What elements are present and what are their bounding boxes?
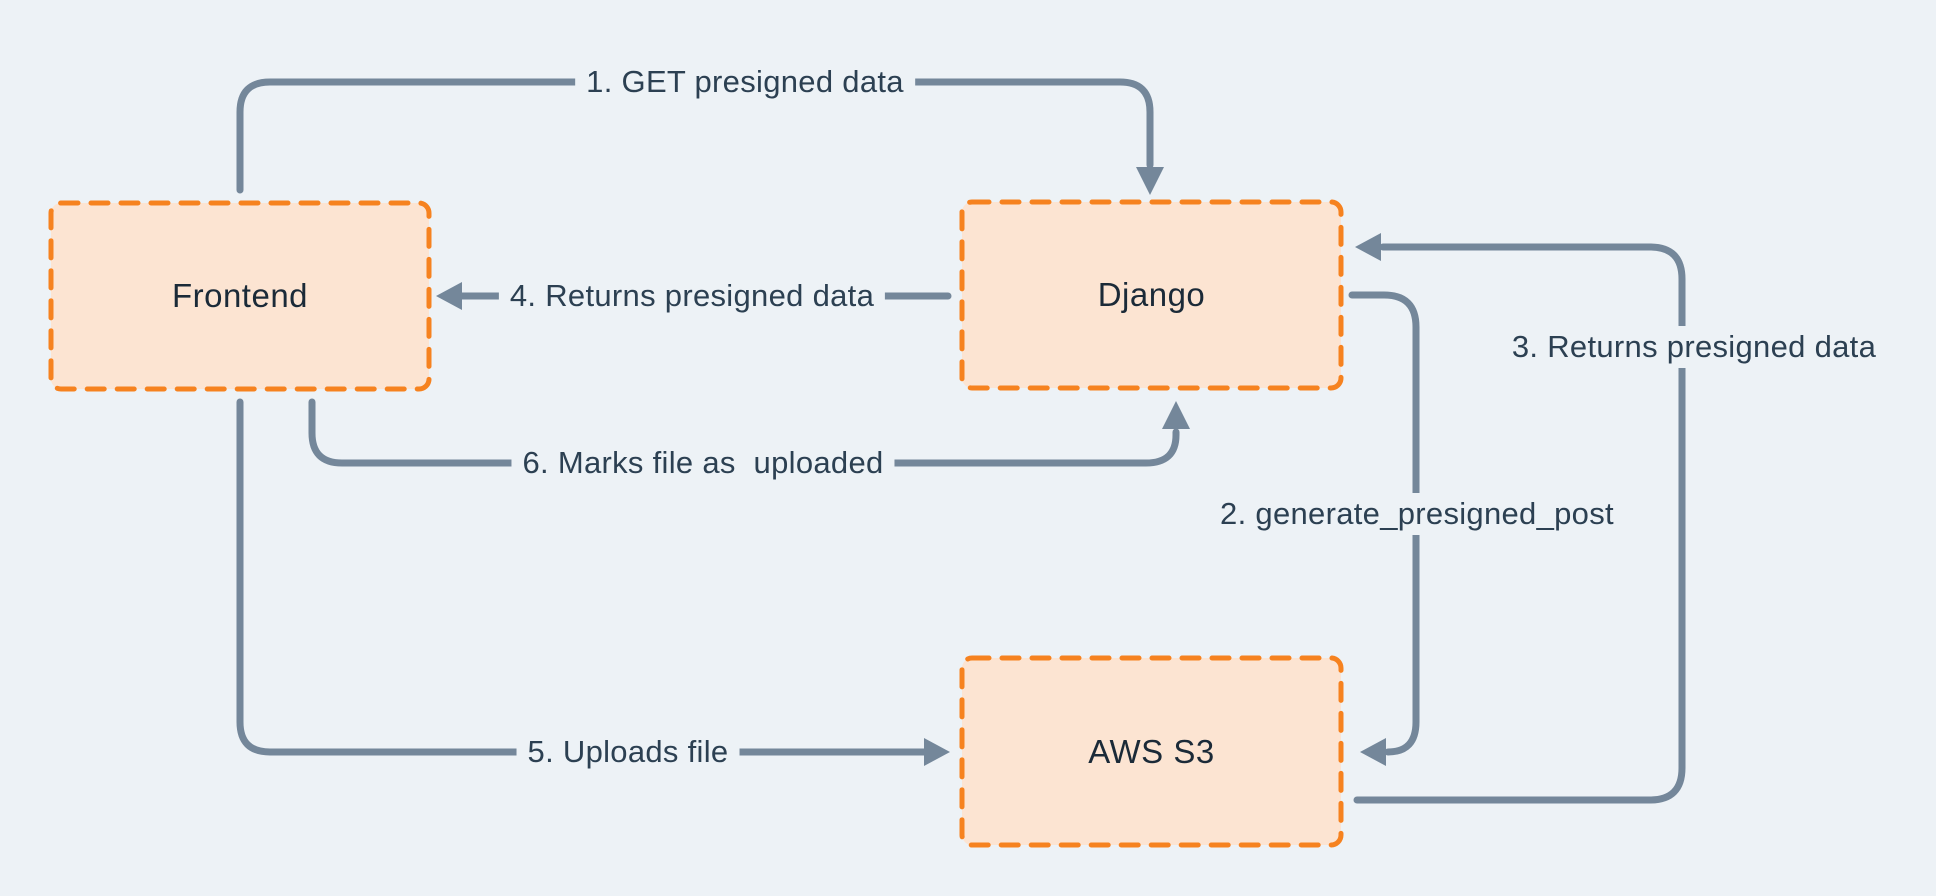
- edge-5-arrowhead: [924, 738, 950, 766]
- edge-5-uploads-file: [236, 398, 950, 766]
- edge-2-line: [1348, 291, 1420, 756]
- edge-2-arrowhead: [1360, 738, 1386, 766]
- edge-label-generate-presigned-post: 2. generate_presigned_post: [1209, 493, 1625, 535]
- node-django: Django: [959, 199, 1344, 391]
- node-frontend-box: [48, 200, 432, 392]
- edge-6-arrowhead: [1162, 401, 1190, 429]
- edge-3-returns-presigned-data: [1353, 233, 1686, 804]
- edge-label-returns-presigned-data-to-frontend: 4. Returns presigned data: [498, 275, 886, 317]
- node-django-label: Django: [1097, 276, 1206, 313]
- node-frontend-label: Frontend: [171, 277, 309, 314]
- node-aws-s3-label: AWS S3: [1088, 732, 1215, 770]
- node-frontend: Frontend: [48, 200, 432, 392]
- edge-label-marks-file-uploaded: 6. Marks file as uploaded: [511, 442, 895, 484]
- edge-2-generate-presigned-post: [1348, 291, 1420, 766]
- node-aws-s3-box: [959, 655, 1344, 848]
- edge-label-get-presigned-data: 1. GET presigned data: [575, 61, 915, 103]
- edge-label-returns-presigned-data-to-django: 3. Returns presigned data: [1500, 326, 1888, 368]
- node-aws-s3: AWS S3: [959, 655, 1344, 848]
- node-django-box: [959, 199, 1344, 391]
- edge-3-line: [1353, 243, 1686, 804]
- edge-label-uploads-file: 5. Uploads file: [516, 731, 740, 773]
- edge-5-line: [236, 398, 930, 756]
- edge-4-arrowhead: [436, 282, 462, 310]
- edge-3-arrowhead: [1355, 233, 1381, 261]
- edge-1-arrowhead: [1136, 167, 1164, 195]
